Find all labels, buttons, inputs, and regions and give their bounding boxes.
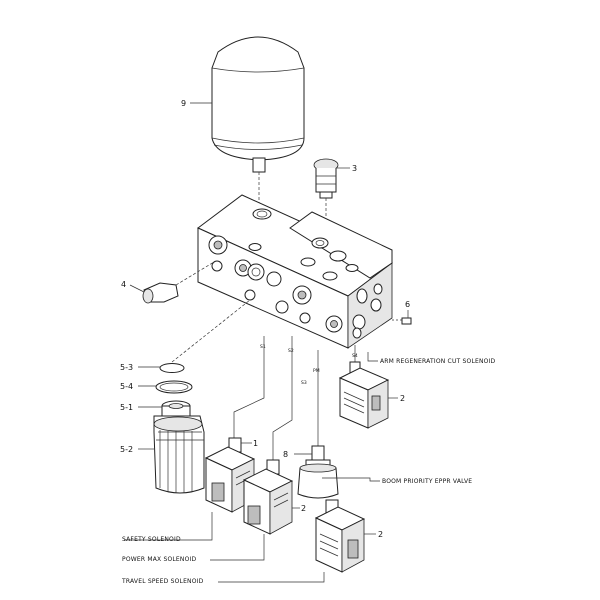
port-label-s1: S1: [260, 344, 266, 350]
callout-solenoid-1: 1: [253, 439, 258, 448]
filter-cap-5-1: [161, 400, 191, 417]
eppr-valve: [297, 445, 339, 499]
callout-solenoid-2-bottom: 2: [378, 530, 383, 539]
callout-accumulator: 9: [181, 99, 186, 108]
label-travel-speed-solenoid: TRAVEL SPEED SOLENOID: [121, 578, 204, 585]
callout-eppr-8: 8: [283, 450, 288, 459]
callout-5-1: 5-1: [120, 403, 133, 412]
callout-fitting-6: 6: [405, 300, 410, 309]
backup-ring-5-4: [155, 380, 193, 394]
callout-plug-4: 4: [121, 280, 126, 289]
port-label-pm: PM: [313, 368, 320, 374]
filter-body-5-2: [153, 415, 205, 494]
o-ring-5-3: [159, 363, 185, 373]
port-label-s2: S2: [288, 348, 294, 354]
port-label-s4: S4: [352, 353, 358, 359]
accumulator: [211, 36, 305, 250]
label-boom-priority-eppr-valve: BOOM PRIORITY EPPR VALVE: [382, 478, 472, 485]
callout-solenoid-2-middle: 2: [301, 504, 306, 513]
solenoid-arm-regeneration: [338, 361, 390, 429]
callout-solenoid-2-right: 2: [400, 394, 405, 403]
callout-5-3: 5-3: [120, 363, 133, 372]
solenoid-power-max: [242, 459, 294, 535]
plug-3: [313, 158, 339, 218]
plug-4: [142, 261, 215, 304]
valve-block: [197, 194, 393, 349]
port-label-s3: S3: [301, 380, 307, 386]
callout-5-2: 5-2: [120, 445, 133, 454]
label-arm-regeneration-cut-solenoid: ARM REGENERATION CUT SOLENOID: [380, 358, 496, 365]
fitting-6: [392, 317, 412, 325]
solenoid-travel-speed: [314, 499, 366, 573]
callout-5-4: 5-4: [120, 382, 133, 391]
label-safety-solenoid: SAFETY SOLENOID: [122, 536, 181, 543]
label-power-max-solenoid: POWER MAX SOLENOID: [122, 556, 196, 563]
callout-plug-3: 3: [352, 164, 357, 173]
